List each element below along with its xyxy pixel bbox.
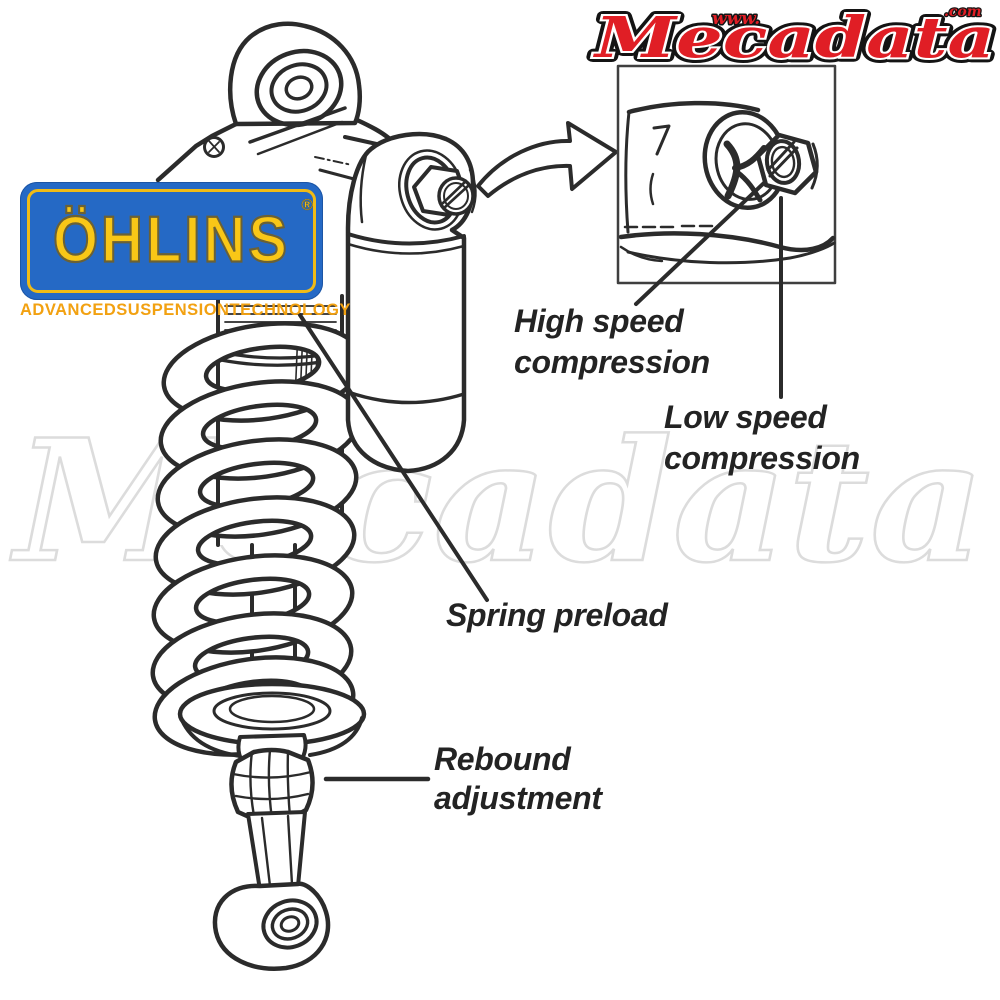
spring-coils [150,321,365,757]
label-low-speed-compression: Low speed compression [664,399,860,476]
leader-line-high-speed [634,180,767,306]
svg-text:Mecadata: Mecadata [592,5,995,71]
ohlins-tagline: ADVANCED SUSPENSION TECHNOLOGY [20,301,350,320]
label-high-speed-compression: High speed compression [514,303,710,380]
registered-trademark-icon: ® [301,197,313,215]
label-rebound-adjustment: Rebound adjustment [434,741,602,816]
top-eyelet [155,21,394,183]
tagline-word: ADVANCED [20,301,117,319]
mecadata-logo: Mecadata Mecadata Mecadata www. .com [587,0,1000,76]
mecadata-www: www. [712,9,760,29]
mecadata-com: .com [944,4,982,20]
ohlins-logo: ÖHLINS ® [20,182,323,300]
svg-text:Mecadata: Mecadata [592,5,995,71]
tagline-word: SUSPENSION [116,301,230,319]
svg-text:Mecadata: Mecadata [592,5,995,71]
lower-shaft [246,810,307,892]
arrow-icon [476,121,618,198]
tagline-word: TECHNOLOGY [229,301,351,319]
reservoir [345,131,477,474]
ohlins-logo-wordmark: ÖHLINS [52,201,291,276]
leader-line-spring-preload [298,313,489,602]
inset-detail-box [616,64,837,285]
lower-assembly [177,681,367,971]
label-spring-preload: Spring preload [446,597,668,633]
